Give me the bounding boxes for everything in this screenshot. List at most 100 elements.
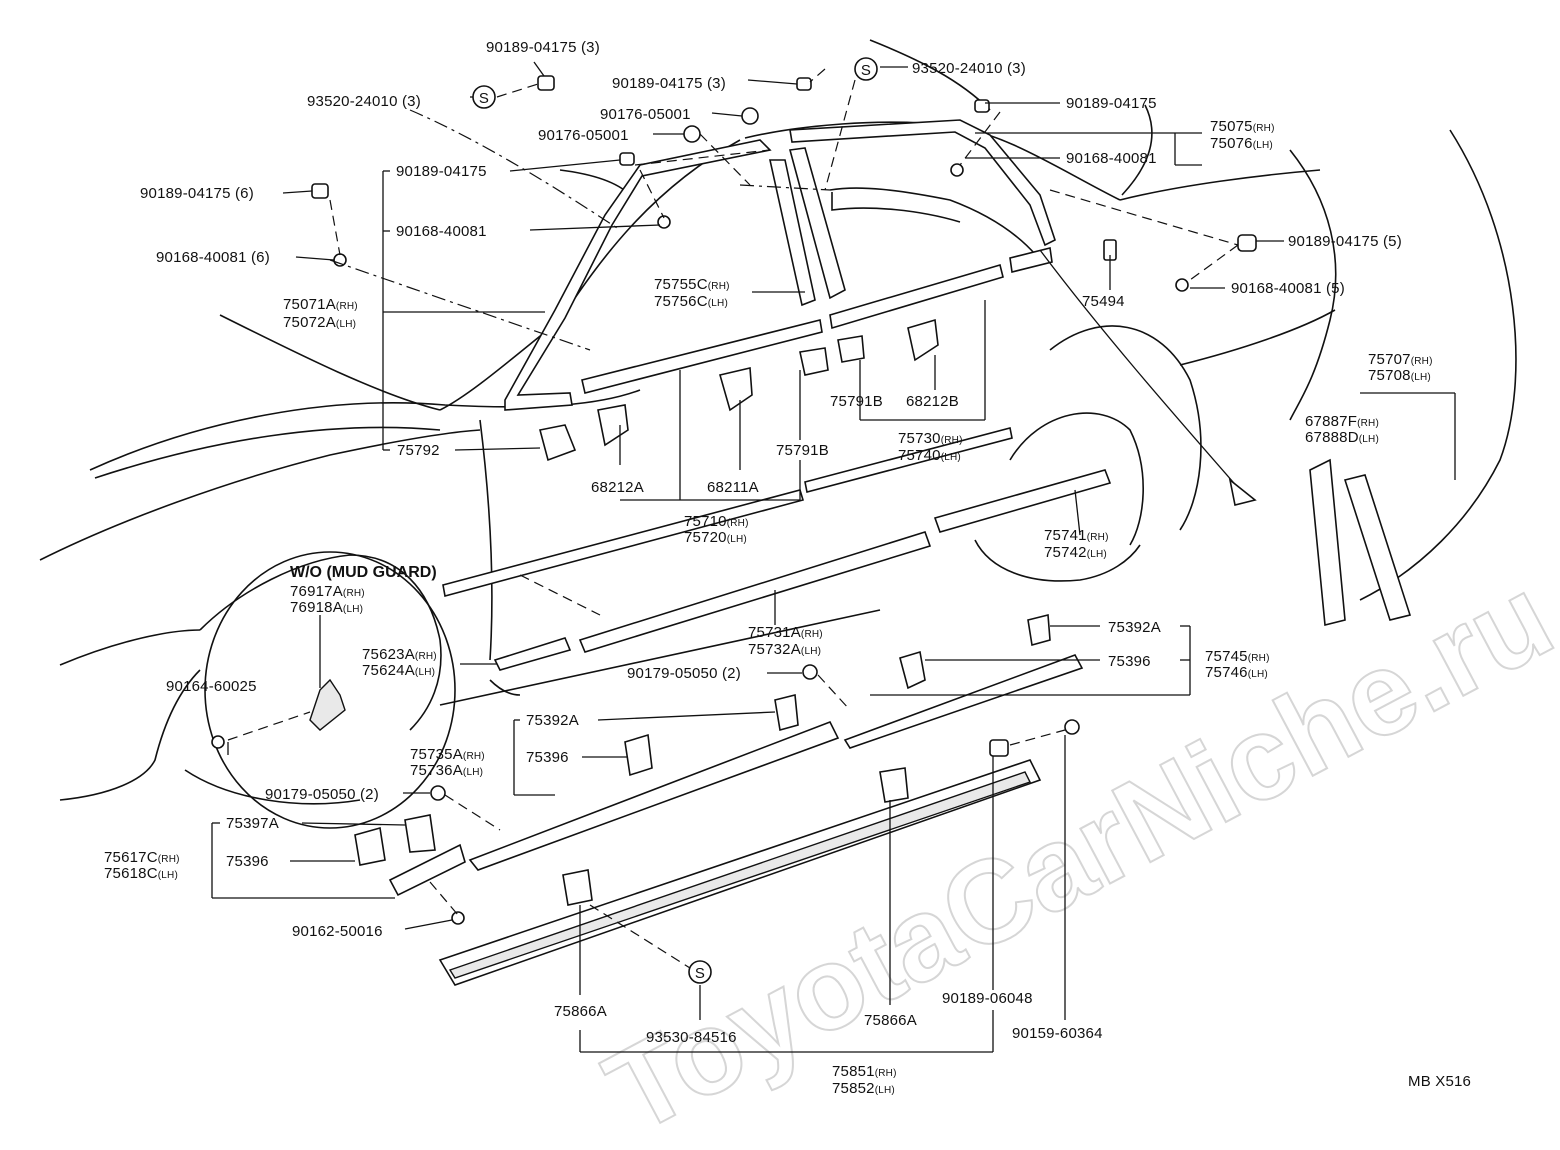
label-90168-40081-b: 90168-40081 bbox=[1066, 150, 1157, 167]
clip-75791B-b bbox=[837, 335, 865, 363]
center-pillar-garnish-rear bbox=[788, 147, 846, 300]
center-pillar-garnish-front bbox=[769, 159, 816, 307]
car-body-outline bbox=[39, 39, 1517, 805]
s-symbol-3 bbox=[688, 960, 712, 984]
label-90168-40081-5: 90168-40081 (5) bbox=[1231, 280, 1345, 297]
label-75617C: 75617C(RH) bbox=[104, 849, 180, 866]
label-93520-24010-3b: 93520-24010 (3) bbox=[912, 60, 1026, 77]
label-90168-40081-6: 90168-40081 (6) bbox=[156, 249, 270, 266]
label-68212B: 68212B bbox=[906, 393, 959, 410]
label-90189-04175-6: 90189-04175 (6) bbox=[140, 185, 254, 202]
nut-90179-05050-b bbox=[430, 785, 446, 801]
rear-door-side-moulding bbox=[933, 469, 1112, 533]
label-68212A: 68212A bbox=[591, 479, 644, 496]
screw-90168-40081-right bbox=[950, 163, 964, 177]
clip-90189-04175-rear bbox=[1237, 234, 1257, 252]
label-90164-60025: 90164-60025 bbox=[166, 678, 257, 695]
s-symbol-2 bbox=[854, 57, 878, 81]
part-labels: 90189-04175 (3) 93520-24010 (3) 90189-04… bbox=[104, 39, 1471, 1097]
label-75745: 75745(RH) bbox=[1205, 648, 1270, 665]
label-75397A: 75397A bbox=[226, 815, 279, 832]
clip-68212B bbox=[907, 318, 939, 362]
label-90189-04175-b: 90189-04175 bbox=[1066, 95, 1157, 112]
label-75075: 75075(RH) bbox=[1210, 118, 1275, 135]
pointer-arrowhead bbox=[1228, 478, 1257, 506]
guide-lines bbox=[227, 68, 1239, 969]
screw-90164-60025 bbox=[211, 735, 225, 749]
screw-90168-40081-rear bbox=[1175, 278, 1189, 292]
nut-90179-05050-a bbox=[802, 664, 818, 680]
front-door-frame-moulding bbox=[504, 139, 772, 411]
s-symbol-1-letter: S bbox=[479, 90, 489, 107]
screw-90168-40081-mid bbox=[657, 215, 671, 229]
label-90176-05001-a: 90176-05001 bbox=[600, 106, 691, 123]
clip-75396-rear bbox=[899, 650, 926, 690]
clip-90189-06048 bbox=[989, 739, 1009, 757]
label-75791B-b: 75791B bbox=[776, 442, 829, 459]
label-75707: 75707(RH) bbox=[1368, 351, 1433, 368]
label-75494: 75494 bbox=[1082, 293, 1125, 310]
rear-door-frame-moulding bbox=[789, 119, 1056, 247]
label-75392A-front: 75392A bbox=[526, 712, 579, 729]
rocker-panel-moulding-groove bbox=[448, 771, 1031, 979]
label-75755C: 75755C(RH) bbox=[654, 276, 730, 293]
screw-90162-50016 bbox=[451, 911, 465, 925]
mud-guard-detail-circle bbox=[204, 551, 456, 829]
watermark: ToyotaCarNiche.ru bbox=[586, 551, 1560, 1150]
label-75710: 75710(RH) bbox=[684, 513, 749, 530]
clip-75392A-rear bbox=[1027, 613, 1051, 647]
label-75742: 75742(LH) bbox=[1044, 544, 1107, 561]
bracket-75792 bbox=[539, 424, 577, 462]
label-75746: 75746(LH) bbox=[1205, 664, 1268, 681]
quarter-moulding-pointer bbox=[1039, 249, 1241, 491]
front-door-side-moulding bbox=[578, 531, 932, 653]
nut-90176-05001-a bbox=[741, 107, 759, 125]
clip-90189-04175-top bbox=[537, 75, 555, 91]
clip-90189-04175-left bbox=[311, 183, 329, 199]
clip-90189-04175-b bbox=[796, 77, 812, 91]
quarter-pillar-garnish-inner bbox=[1343, 474, 1412, 621]
label-75071A: 75071A(RH) bbox=[283, 296, 358, 313]
label-76917A: 76917A(RH) bbox=[290, 583, 365, 600]
label-90162-50016: 90162-50016 bbox=[292, 923, 383, 940]
clip-90189-04175-right bbox=[974, 99, 990, 113]
label-75618C: 75618C(LH) bbox=[104, 865, 178, 882]
label-76918A: 76918A(LH) bbox=[290, 599, 363, 616]
label-75792: 75792 bbox=[397, 442, 440, 459]
clip-75392A-front bbox=[774, 693, 799, 732]
clip-75396-fender bbox=[354, 826, 386, 866]
leader-lines bbox=[211, 61, 1456, 1053]
s-symbol-3-letter: S bbox=[695, 965, 705, 982]
label-90189-04175-3a: 90189-04175 (3) bbox=[486, 39, 600, 56]
label-75392A-rear: 75392A bbox=[1108, 619, 1161, 636]
screw-90159-60364 bbox=[1064, 719, 1080, 735]
note-without-mud-guard: W/O (MUD GUARD) bbox=[290, 564, 437, 581]
quarter-pillar-garnish-outer bbox=[1309, 458, 1346, 627]
label-75731A: 75731A(RH) bbox=[748, 624, 823, 641]
rear-door-lower-moulding bbox=[843, 654, 1084, 749]
sealant-symbols: S S S bbox=[472, 57, 878, 984]
label-75396-rear: 75396 bbox=[1108, 653, 1151, 670]
nut-90176-05001-b bbox=[683, 125, 701, 143]
s-symbol-2-letter: S bbox=[861, 62, 871, 79]
label-75396-fender: 75396 bbox=[226, 853, 269, 870]
label-75866A-rear: 75866A bbox=[864, 1012, 917, 1029]
label-68211A: 68211A bbox=[707, 479, 759, 496]
label-90189-06048: 90189-06048 bbox=[942, 990, 1033, 1007]
front-door-lower-moulding bbox=[468, 720, 840, 871]
rear-quarter-belt-piece bbox=[1009, 247, 1053, 273]
label-75852: 75852(LH) bbox=[832, 1080, 895, 1097]
label-75708: 75708(LH) bbox=[1368, 367, 1431, 384]
clip-75866A-rear bbox=[879, 767, 909, 803]
clip-75866A-front bbox=[562, 869, 593, 906]
label-90189-04175-a: 90189-04175 bbox=[396, 163, 487, 180]
clip-75397A bbox=[404, 814, 436, 853]
label-75720: 75720(LH) bbox=[684, 529, 747, 546]
front-fender-lower-moulding bbox=[388, 843, 466, 897]
mud-guard bbox=[309, 678, 346, 731]
rear-door-strip-tape bbox=[804, 427, 1013, 493]
label-75076: 75076(LH) bbox=[1210, 135, 1273, 152]
clip-68212A bbox=[597, 404, 629, 447]
screw-90168-40081-left bbox=[333, 253, 347, 267]
